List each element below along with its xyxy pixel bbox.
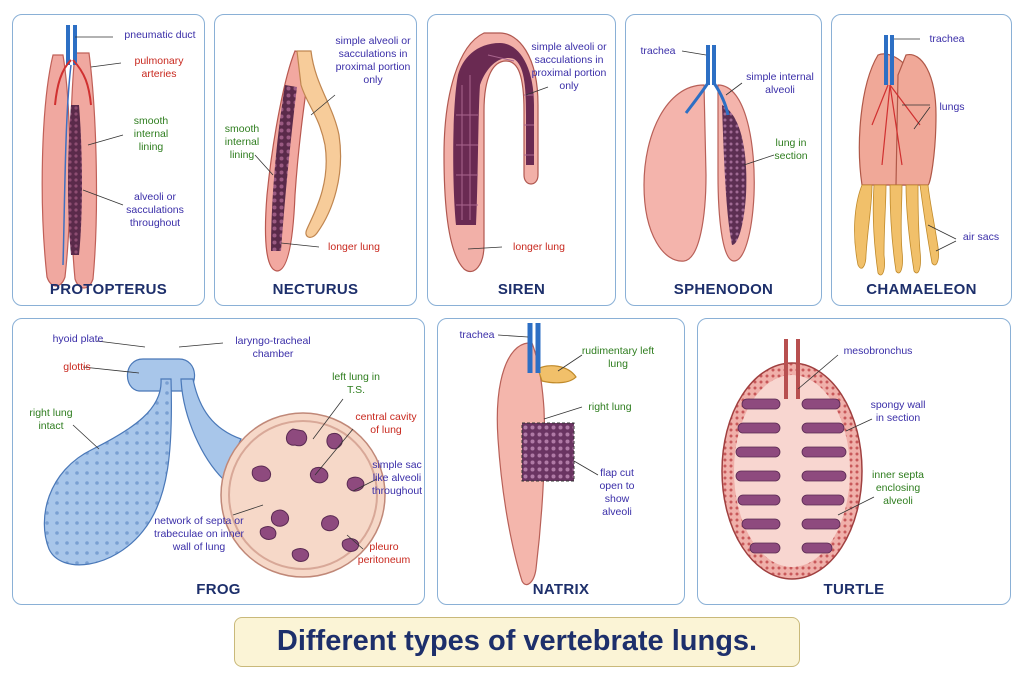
necturus-lung-drawing [254, 50, 342, 272]
label-lungs-chamaeleon: lungs [939, 101, 965, 113]
label-pulmonary-arteries: pulmonary arteries [134, 55, 184, 80]
label-network-septa: network of septa or trabeculae on inner … [154, 515, 244, 553]
label-lung-in-section: lung in section [774, 137, 808, 162]
label-smooth-internal-lining-necturus: smooth internal lining [224, 123, 260, 161]
label-longer-lung-necturus: longer lung [328, 241, 380, 253]
label-rudimentary-left-lung: rudimentary left lung [581, 345, 655, 370]
label-pleuro-peritoneum: pleuro peritoneum [357, 541, 411, 566]
label-right-lung-natrix: right lung [588, 401, 632, 413]
siren-lung-drawing [443, 32, 549, 273]
natrix-lung-drawing [496, 323, 599, 586]
label-longer-lung-siren: longer lung [513, 241, 565, 253]
label-mesobronchus: mesobronchus [843, 345, 913, 357]
protopterus-lung-drawing [41, 25, 124, 289]
title-turtle: TURTLE [823, 581, 885, 598]
label-spongy-wall: spongy wall in section [870, 399, 926, 424]
frog-lung-drawing [43, 340, 386, 578]
label-right-lung-intact: right lung intact [29, 407, 73, 432]
label-laryngo-tracheal-chamber: laryngo-tracheal chamber [235, 335, 311, 360]
panel-chamaeleon: trachea lungs air sacs CHAMAELEON [831, 14, 1012, 306]
title-sphenodon: SPHENODON [673, 281, 774, 298]
panel-siren: simple alveoli or sacculations in proxim… [427, 14, 616, 306]
label-simple-alveoli-siren: simple alveoli or sacculations in proxim… [531, 41, 607, 92]
label-smooth-internal-lining: smooth internal lining [133, 115, 169, 153]
label-hyoid-plate: hyoid plate [52, 333, 104, 345]
panel-sphenodon: trachea simple internal alveoli lung in … [625, 14, 822, 306]
panel-frog: hyoid plate glottis laryngo-tracheal cha… [12, 318, 425, 605]
sphenodon-lung-drawing [643, 45, 775, 262]
panel-protopterus: pneumatic duct pulmonary arteries smooth… [12, 14, 205, 306]
title-siren: SIREN [497, 281, 546, 298]
label-trachea-sphenodon: trachea [640, 45, 676, 57]
chamaeleon-lung-drawing [854, 35, 957, 276]
label-trachea-natrix: trachea [459, 329, 495, 341]
title-chamaeleon: CHAMAELEON [866, 281, 977, 298]
panel-natrix: trachea rudimentary left lung right lung… [437, 318, 685, 605]
label-flap-cut: flap cut open to show alveoli [599, 467, 635, 518]
label-alveoli-throughout: alveoli or sacculations throughout [126, 191, 184, 229]
turtle-lung-drawing [721, 339, 875, 580]
label-central-cavity: central cavity of lung [355, 411, 417, 436]
label-inner-septa: inner septa enclosing alveoli [872, 469, 924, 507]
panel-turtle: mesobronchus spongy wall in section inne… [697, 318, 1011, 605]
title-frog: FROG [196, 581, 241, 598]
label-simple-internal-alveoli: simple internal alveoli [746, 71, 814, 96]
label-simple-sac-alveoli: simple sac like alveoli throughout [371, 459, 423, 497]
figure-caption: Different types of vertebrate lungs. [234, 617, 800, 667]
title-necturus: NECTURUS [272, 281, 359, 298]
label-trachea-chamaeleon: trachea [929, 33, 965, 45]
label-glottis: glottis [63, 361, 91, 373]
label-pneumatic-duct: pneumatic duct [124, 29, 196, 41]
panel-necturus: simple alveoli or sacculations in proxim… [214, 14, 417, 306]
label-air-sacs: air sacs [962, 231, 1000, 243]
label-left-lung-ts: left lung in T.S. [332, 371, 380, 396]
title-protopterus: PROTOPTERUS [49, 281, 168, 298]
title-natrix: NATRIX [532, 581, 590, 598]
label-simple-alveoli-necturus: simple alveoli or sacculations in proxim… [335, 35, 411, 86]
